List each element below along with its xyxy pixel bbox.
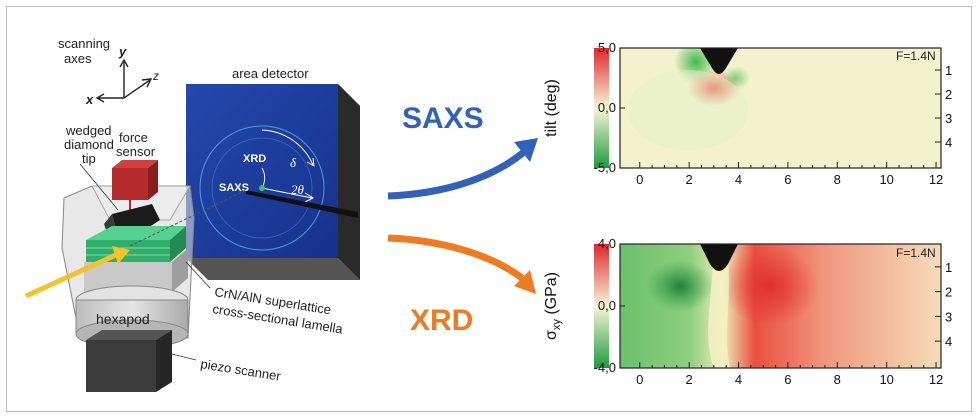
wedged-tip-label-3: tip	[82, 151, 96, 166]
scanning-axes-label-2: axes	[64, 51, 92, 66]
setup-illustration: scanning axes y z x area detector XRD SA…	[24, 36, 360, 392]
y-tick-label: 0,0	[598, 100, 616, 115]
axis-y-label: y	[118, 44, 127, 59]
x-tick-label: 2	[686, 172, 693, 187]
right-tick-label: 1	[945, 260, 952, 275]
x-tick-label: 0	[636, 172, 643, 187]
hexapod-label: hexapod	[96, 311, 150, 327]
x-tick-label: 10	[879, 172, 893, 187]
tilt-right-axis: 1 2 3 4	[935, 63, 952, 150]
stress-y-label-main: σ	[543, 330, 560, 340]
stress-y-label-unit: (GPa)	[543, 272, 560, 319]
tilt-x-axis: 0 2 4 6 8 10 12	[636, 162, 943, 187]
colorscale-tilt	[594, 48, 609, 168]
piezo-label: piezo scanner	[200, 356, 283, 384]
x-tick-label: 8	[834, 372, 841, 387]
right-tick-label: 3	[945, 309, 952, 324]
force-sensor	[112, 160, 158, 214]
y-tick-label: 5,0	[598, 40, 616, 55]
right-tick-label: 4	[945, 334, 952, 349]
right-tick-label: 4	[945, 135, 952, 150]
stress-x-axis: 0 2 4 6 8 10 12	[636, 362, 943, 387]
stress-right-axis: 1 2 3 4	[935, 260, 952, 349]
x-tick-label: 6	[784, 372, 791, 387]
force-sensor-label-1: force	[119, 130, 148, 145]
detector-saxs-label: SAXS	[219, 182, 249, 194]
tilt-indenter	[700, 48, 738, 74]
scanning-axes-label-1: scanning	[58, 36, 110, 51]
x-tick-label: 12	[929, 172, 943, 187]
colorscale-stress	[594, 244, 609, 368]
xrd-arrowhead	[514, 270, 536, 294]
area-detector-label: area detector	[232, 66, 309, 81]
x-tick-label: 4	[735, 172, 742, 187]
right-tick-label: 2	[945, 87, 952, 102]
x-tick-label: 10	[879, 372, 893, 387]
right-tick-label: 1	[945, 63, 952, 78]
two-theta-label: 2θ	[291, 182, 305, 197]
axis-x-label: x	[85, 92, 94, 107]
y-tick-label: -5,0	[594, 160, 616, 175]
stress-red-lobe	[722, 246, 818, 326]
mount-block	[84, 248, 188, 292]
scanning-axes	[95, 58, 153, 103]
stress-indenter	[700, 244, 738, 271]
wedged-tip-label-1: wedged	[65, 123, 112, 138]
stress-force-annotation: F=1.4N	[896, 246, 936, 260]
area-detector	[186, 84, 360, 280]
wedged-tip-label-2: diamond	[64, 137, 114, 152]
y-tick-label: 0,0	[598, 298, 616, 313]
saxs-arrowhead	[514, 138, 538, 162]
saxs-method-label: SAXS	[402, 102, 484, 135]
x-tick-label: 12	[929, 372, 943, 387]
xrd-arrow	[387, 234, 525, 281]
tilt-force-annotation: F=1.4N	[896, 49, 936, 63]
tilt-y-axis: 5,0 0,0 -5,0	[594, 40, 625, 175]
method-arrows: SAXS XRD	[387, 102, 538, 337]
stress-y-label-sub: xy	[551, 319, 563, 331]
x-tick-label: 0	[636, 372, 643, 387]
y-tick-label: 4,0	[598, 236, 616, 251]
saxs-arrow	[387, 149, 527, 200]
xrd-method-label: XRD	[410, 304, 473, 337]
right-tick-label: 3	[945, 111, 952, 126]
delta-label: δ	[290, 155, 297, 170]
x-tick-label: 8	[834, 172, 841, 187]
x-tick-label: 2	[686, 372, 693, 387]
stress-green-lobe	[646, 260, 714, 312]
tilt-y-label: tilt (deg)	[543, 79, 560, 137]
x-tick-label: 6	[784, 172, 791, 187]
scattered-beam	[129, 189, 247, 247]
axis-z-label: z	[152, 69, 159, 83]
force-sensor-label-2: sensor	[116, 144, 156, 159]
right-tick-label: 2	[945, 285, 952, 300]
piezo-scanner	[86, 330, 172, 392]
beam-arrowhead	[112, 246, 130, 264]
stress-y-label: σxy (GPa)	[543, 272, 563, 340]
stress-y-axis: 4,0 0,0 -4,0	[594, 236, 625, 375]
detector-xrd-label: XRD	[243, 153, 266, 165]
x-tick-label: 4	[735, 372, 742, 387]
y-tick-label: -4,0	[594, 360, 616, 375]
